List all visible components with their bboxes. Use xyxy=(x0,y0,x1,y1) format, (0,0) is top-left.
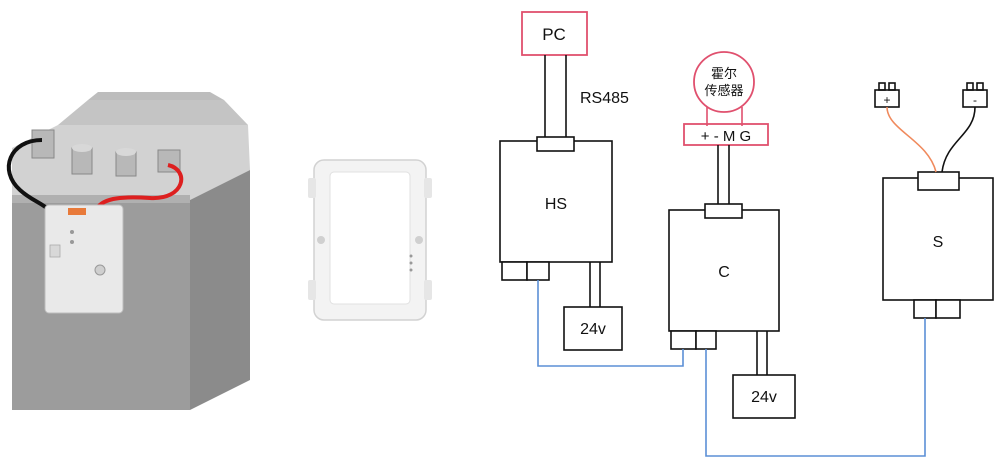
hall-sensor-circle xyxy=(693,51,755,113)
s-bottom-connector-a xyxy=(913,299,937,319)
hs-bottom-connector-b xyxy=(526,261,550,281)
rs485-label: RS485 xyxy=(580,90,629,107)
hall-pin-label: + - M G xyxy=(701,128,751,145)
device-illustration xyxy=(308,159,432,321)
hs-label: HS xyxy=(545,196,567,213)
hall-sensor-label-line1: 霍尔 xyxy=(711,66,737,81)
psu-c-label: 24v xyxy=(751,389,777,406)
black-wire xyxy=(941,106,976,173)
bus-hs-to-c xyxy=(537,280,684,367)
psu-hs-box xyxy=(563,306,623,351)
s-label: S xyxy=(933,234,944,251)
c-top-connector xyxy=(704,203,743,219)
s-bottom-connector-b xyxy=(935,299,961,319)
psu-c-box xyxy=(732,374,796,419)
terminal-minus-label: - xyxy=(973,93,977,107)
hall-pin-box xyxy=(683,123,769,146)
pc-box xyxy=(521,11,588,56)
hs-top-connector xyxy=(536,136,575,152)
battery-illustration xyxy=(7,92,250,410)
orange-wire xyxy=(886,106,937,173)
bus-c-to-s xyxy=(705,318,926,457)
c-bottom-connector-a xyxy=(670,330,697,350)
hall-sensor-label-line2: 传感器 xyxy=(704,83,743,98)
pc-label: PC xyxy=(542,25,566,44)
hs-bottom-connector-a xyxy=(501,261,528,281)
c-bottom-connector-b xyxy=(695,330,717,350)
psu-hs-label: 24v xyxy=(580,321,606,338)
terminal-plus-label: + xyxy=(883,93,890,107)
wiring-diagram xyxy=(499,11,994,457)
s-top-connector xyxy=(917,171,960,191)
c-label: C xyxy=(718,264,730,281)
